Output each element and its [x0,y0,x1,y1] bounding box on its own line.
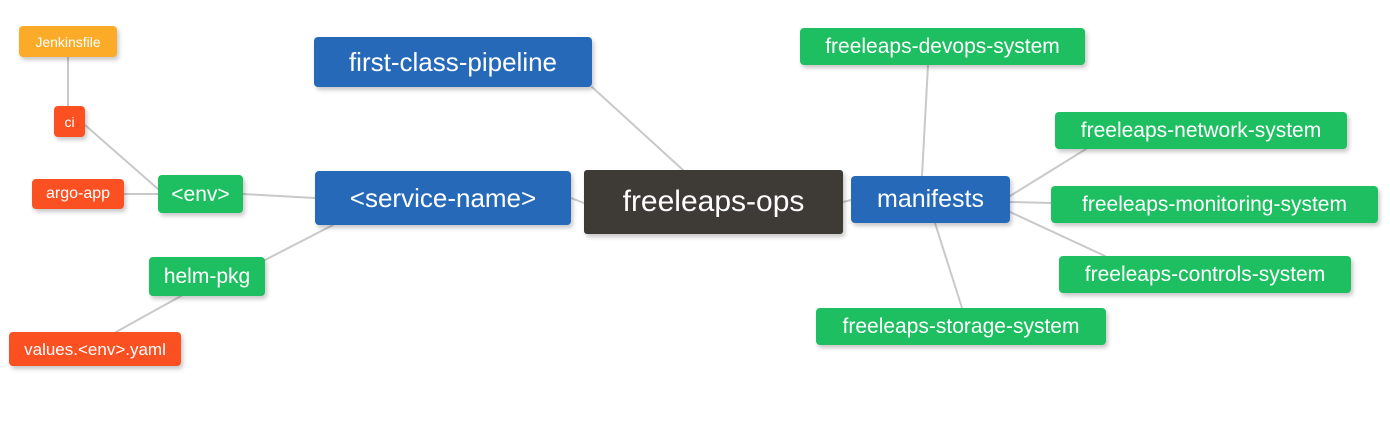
node-freeleaps-network-system[interactable]: freeleaps-network-system [1055,112,1347,149]
edge-service-name-to-env [242,193,316,199]
node-freeleaps-controls-system[interactable]: freeleaps-controls-system [1059,256,1351,293]
node-freeleaps-monitoring-system[interactable]: freeleaps-monitoring-system [1051,186,1378,223]
node-manifests[interactable]: manifests [851,176,1010,223]
node-first-class-pipeline[interactable]: first-class-pipeline [314,37,592,87]
node-argo-app[interactable]: argo-app [32,179,124,209]
node-values-yaml[interactable]: values.<env>.yaml [9,332,181,366]
node-helm-pkg[interactable]: helm-pkg [149,257,265,296]
edge-service-name-to-helm-pkg [264,224,334,261]
node-service-name[interactable]: <service-name> [315,171,571,225]
edge-root-to-first-class-pipeline [591,86,684,171]
node-env[interactable]: <env> [158,175,243,213]
edge-manifests-to-freeleaps-monitoring-system [1009,201,1052,204]
edge-helm-pkg-to-values-yaml [115,295,182,333]
node-freeleaps-storage-system[interactable]: freeleaps-storage-system [816,308,1106,345]
node-ci[interactable]: ci [54,106,85,137]
edge-root-to-manifests [842,199,852,203]
edge-root-to-service-name [570,197,585,204]
node-jenkinsfile[interactable]: Jenkinsfile [19,26,117,57]
edge-manifests-to-freeleaps-devops-system [921,64,929,177]
node-freeleaps-devops-system[interactable]: freeleaps-devops-system [800,28,1085,65]
edge-manifests-to-freeleaps-storage-system [934,222,963,309]
node-root[interactable]: freeleaps-ops [584,170,843,234]
